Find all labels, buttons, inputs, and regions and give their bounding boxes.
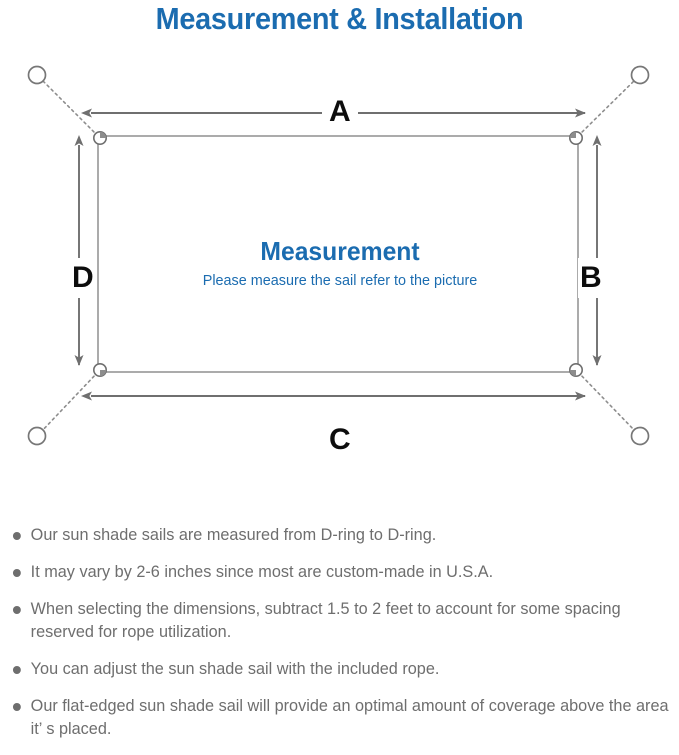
- sail-center-caption: Measurement Please measure the sail refe…: [110, 235, 570, 292]
- notes-list: Our sun shade sails are measured from D-…: [10, 524, 679, 755]
- anchor-bottom-right: [630, 426, 650, 446]
- list-item: You can adjust the sun shade sail with t…: [10, 658, 669, 681]
- anchor-points: [27, 65, 650, 446]
- rope-lines: [39, 77, 638, 434]
- bullet-icon: [12, 666, 21, 674]
- dimension-label-b: B: [578, 258, 604, 298]
- note-text: Our sun shade sails are measured from D-…: [30, 526, 437, 544]
- page-title: Measurement & Installation: [155, 1, 524, 36]
- d-ring-shading: [100, 131, 576, 377]
- center-heading: Measurement: [260, 236, 420, 266]
- anchor-bottom-left: [27, 426, 47, 446]
- bullet-icon: [12, 606, 21, 614]
- note-text: You can adjust the sun shade sail with t…: [30, 660, 440, 678]
- list-item: Our sun shade sails are measured from D-…: [10, 524, 669, 547]
- note-text: When selecting the dimensions, subtract …: [30, 600, 621, 641]
- dimension-label-d: D: [70, 258, 96, 298]
- dimension-label-a: A: [322, 97, 358, 127]
- sail-diagram: A B C D Measurement Please measure the s…: [0, 50, 679, 510]
- bullet-icon: [12, 532, 21, 540]
- note-text: It may vary by 2-6 inches since most are…: [30, 563, 494, 581]
- anchor-top-right: [630, 65, 650, 85]
- list-item: Our flat-edged sun shade sail will provi…: [10, 695, 669, 741]
- bullet-icon: [12, 703, 21, 711]
- center-subtext: Please measure the sail refer to the pic…: [202, 272, 478, 289]
- diagram-svg: [27, 65, 650, 446]
- bullet-icon: [12, 569, 21, 577]
- list-item: When selecting the dimensions, subtract …: [10, 598, 669, 644]
- note-text: Our flat-edged sun shade sail will provi…: [30, 697, 669, 738]
- list-item: It may vary by 2-6 inches since most are…: [10, 561, 669, 584]
- sail-body: [97, 135, 579, 373]
- anchor-top-left: [27, 65, 47, 85]
- dimension-label-c: C: [322, 425, 358, 455]
